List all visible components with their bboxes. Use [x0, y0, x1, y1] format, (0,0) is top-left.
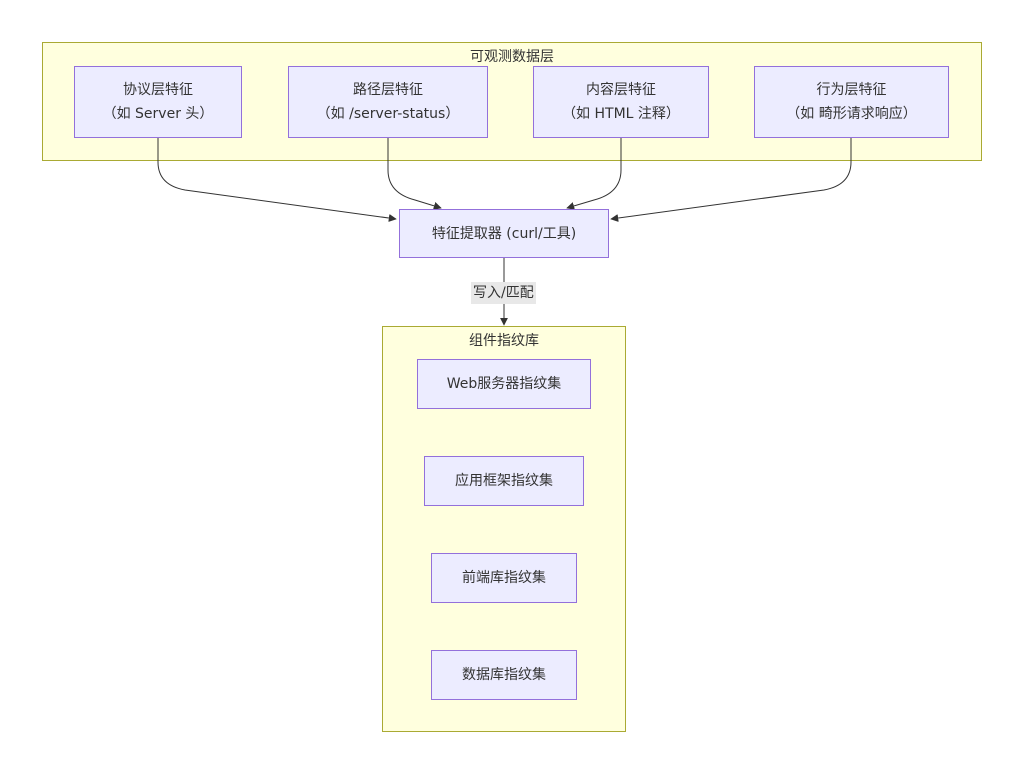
node-label: 数据库指纹集	[462, 667, 546, 683]
edge-protocol-to-extractor	[157, 138, 397, 222]
cluster-title: 可观测数据层	[470, 49, 554, 65]
node-label: 应用框架指纹集	[455, 473, 553, 489]
web-server-fingerprint-node[interactable]: Web服务器指纹集	[417, 359, 591, 409]
protocol-feature-node[interactable]: 协议层特征 （如 Server 头）	[74, 66, 242, 138]
edge-path-to-extractor	[387, 138, 442, 210]
database-fingerprint-node[interactable]: 数据库指纹集	[431, 650, 577, 700]
node-label: 特征提取器 (curl/工具)	[431, 225, 577, 242]
app-framework-fingerprint-node[interactable]: 应用框架指纹集	[424, 456, 584, 506]
edge-label-write-match: 写入/匹配	[471, 282, 536, 304]
cluster-title: 组件指纹库	[469, 333, 539, 349]
node-example: （如 HTML 注释）	[562, 106, 680, 122]
edge-content-to-extractor	[566, 138, 622, 210]
node-label: 路径层特征	[353, 82, 423, 98]
node-label: 前端库指纹集	[462, 570, 546, 586]
content-feature-node[interactable]: 内容层特征 （如 HTML 注释）	[533, 66, 709, 138]
node-example: （如 畸形请求响应）	[786, 106, 917, 122]
node-label: 协议层特征	[123, 82, 193, 98]
node-label: 内容层特征	[586, 82, 656, 98]
node-label: Web服务器指纹集	[446, 376, 562, 392]
feature-extractor-node[interactable]: 特征提取器 (curl/工具)	[399, 209, 609, 258]
node-example: （如 /server-status）	[316, 106, 460, 122]
frontend-library-fingerprint-node[interactable]: 前端库指纹集	[431, 553, 577, 603]
behavior-feature-node[interactable]: 行为层特征 （如 畸形请求响应）	[754, 66, 949, 138]
edge-behavior-to-extractor	[610, 138, 852, 222]
node-label: 行为层特征	[816, 82, 887, 98]
path-feature-node[interactable]: 路径层特征 （如 /server-status）	[288, 66, 488, 138]
node-example: （如 Server 头）	[102, 106, 214, 122]
